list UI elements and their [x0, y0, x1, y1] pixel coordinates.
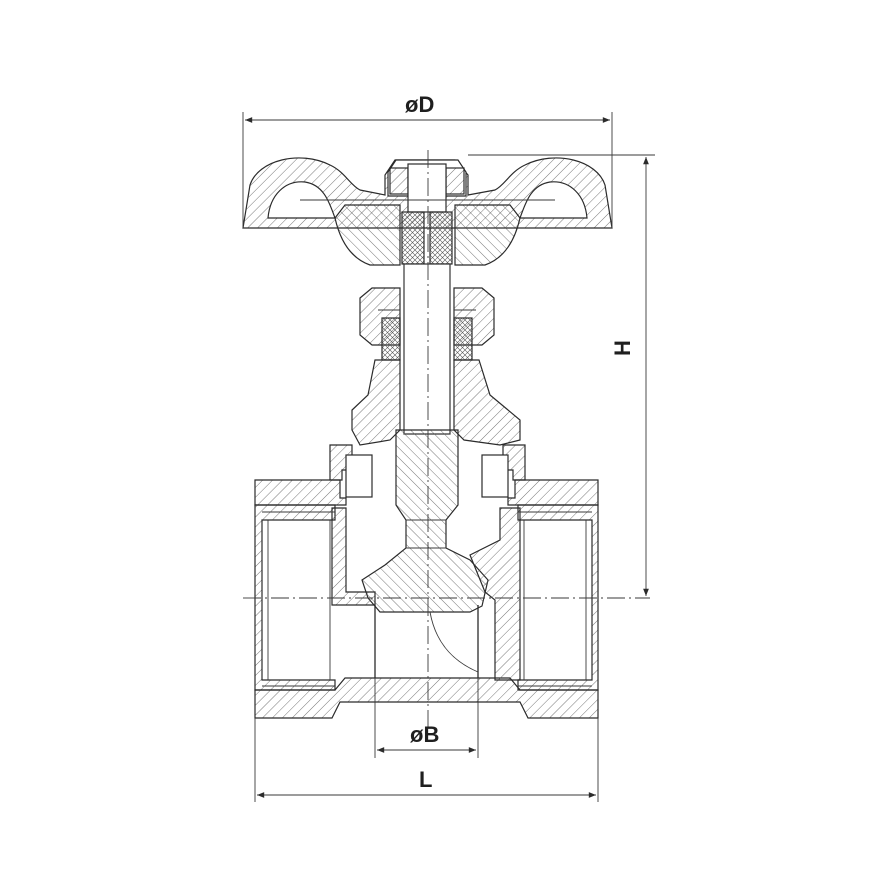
bore-diameter-label: øB — [410, 722, 439, 747]
handwheel — [242, 157, 613, 266]
wedge — [361, 429, 489, 613]
handwheel-diameter-label: øD — [405, 92, 434, 117]
bonnet — [329, 359, 526, 498]
height-label: H — [610, 340, 635, 356]
dimension-bore-diameter: øB — [374, 678, 479, 758]
dimension-length: L — [254, 718, 599, 802]
dimension-height: H — [468, 154, 655, 596]
valve-body — [254, 479, 599, 719]
center-lines — [243, 150, 650, 730]
stem — [403, 263, 451, 435]
dimension-handwheel-diameter: øD — [242, 92, 613, 228]
length-label: L — [419, 767, 432, 792]
